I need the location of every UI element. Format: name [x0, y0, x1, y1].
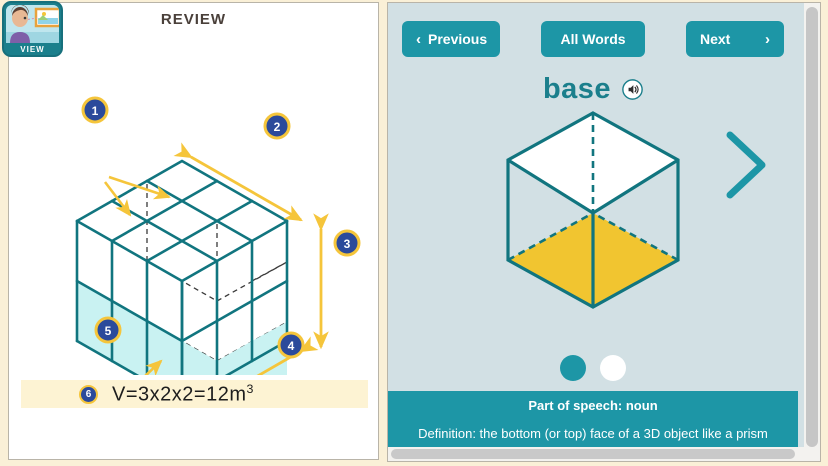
- word-row: base: [388, 73, 798, 106]
- speaker-icon[interactable]: [622, 79, 643, 100]
- review-panel: REVIEW: [8, 2, 379, 460]
- formula-base: V=3x2x2=12m: [112, 383, 247, 406]
- person-viewing-picture-icon: [6, 5, 59, 43]
- next-button-label: Next: [700, 31, 731, 47]
- page-title: REVIEW: [160, 11, 227, 28]
- previous-button-label: Previous: [428, 31, 488, 47]
- volume-formula-bar: 6 V=3x2x2=12m3: [21, 380, 368, 408]
- horizontal-scrollbar-thumb[interactable]: [391, 449, 795, 459]
- cube-with-highlighted-base-icon: [506, 111, 680, 309]
- next-word-chevron-icon[interactable]: [718, 127, 774, 203]
- chevron-right-icon: ›: [765, 30, 770, 48]
- svg-text:1: 1: [92, 104, 99, 118]
- callout-arrows: [103, 175, 171, 375]
- pagination-dots: [388, 355, 798, 381]
- prism-diagram: 1 2 3 4 5: [75, 96, 361, 375]
- dimension-arrows: [173, 142, 329, 375]
- nav-bar: ‹ Previous All Words Next ›: [388, 21, 798, 57]
- vertical-scrollbar[interactable]: [804, 3, 820, 461]
- view-icon-label: VIEW: [20, 45, 45, 54]
- formula-badge: 6: [79, 384, 98, 404]
- all-words-button-label: All Words: [560, 31, 626, 47]
- part-of-speech: Part of speech: noun: [528, 398, 658, 413]
- previous-button[interactable]: ‹ Previous: [402, 21, 500, 57]
- horizontal-scrollbar[interactable]: [388, 447, 806, 461]
- svg-text:5: 5: [105, 324, 112, 338]
- chevron-left-icon: ‹: [416, 30, 421, 48]
- svg-text:2: 2: [274, 120, 281, 134]
- pagination-dot-1[interactable]: [560, 355, 586, 381]
- vertical-scrollbar-thumb[interactable]: [806, 7, 818, 447]
- svg-text:3: 3: [344, 237, 351, 251]
- word-title: base: [542, 73, 612, 105]
- vocabulary-panel: ‹ Previous All Words Next › base: [387, 2, 821, 462]
- word-info-bar: Part of speech: noun Definition: the bot…: [388, 391, 798, 451]
- svg-text:4: 4: [288, 339, 295, 353]
- formula-exponent: 3: [246, 381, 254, 396]
- view-icon[interactable]: VIEW: [2, 1, 63, 57]
- formula-text: V=3x2x2=12m3: [112, 382, 254, 407]
- all-words-button[interactable]: All Words: [541, 21, 645, 57]
- definition-text: Definition: the bottom (or top) face of …: [418, 426, 768, 441]
- pagination-dot-2[interactable]: [600, 355, 626, 381]
- next-button[interactable]: Next ›: [686, 21, 784, 57]
- callout-badges: 1 2 3 4 5: [81, 96, 361, 359]
